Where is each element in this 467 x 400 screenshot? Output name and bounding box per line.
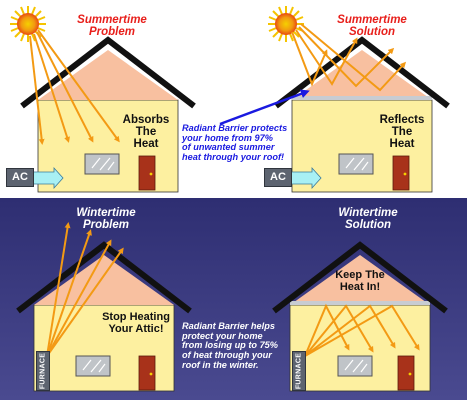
window-glare	[344, 359, 368, 373]
reflects-heat-label: Reflects The Heat	[379, 114, 425, 151]
roof	[272, 241, 448, 314]
furnace-label: FURNACE	[295, 352, 303, 390]
heat-rays-summer-solution	[291, 23, 407, 92]
heat-rays-winter-solution	[304, 303, 420, 357]
door-knob	[149, 372, 153, 376]
ac-airflow-arrow	[290, 166, 322, 190]
door	[392, 155, 410, 191]
attic	[290, 255, 430, 305]
ac-unit: AC	[264, 168, 292, 187]
winter-caption: Radiant Barrier helps protect your home …	[182, 321, 278, 370]
sun-summer-solution	[268, 6, 304, 42]
door	[397, 355, 415, 391]
door-knob	[403, 172, 407, 176]
absorbs-heat-label: Absorbs The Heat	[122, 114, 170, 151]
roof	[274, 36, 450, 109]
door	[138, 155, 156, 191]
window-glare	[91, 157, 115, 171]
house-summer-problem	[20, 36, 196, 193]
stop-heating-attic-label: Stop Heating Your Attic!	[102, 311, 170, 335]
house-summer-solution	[274, 36, 450, 193]
winter-solution-title: Wintertime Solution	[338, 207, 398, 232]
sun-summer-problem	[10, 6, 46, 42]
heat-rays-summer-problem	[29, 29, 120, 145]
ac-airflow-arrow	[32, 166, 64, 190]
roof	[16, 241, 192, 314]
house-winter-solution	[272, 241, 448, 392]
summer-solution-title: Summertime Solution	[337, 14, 407, 39]
window-glare	[345, 157, 369, 171]
summer-problem-title: Summertime Problem	[77, 14, 147, 39]
window-glare	[82, 359, 106, 373]
furnace-unit: FURNACE	[292, 351, 306, 391]
summer-caption: Radiant Barrier protects your home from …	[182, 123, 288, 162]
keep-heat-in-label: Keep The Heat In!	[335, 269, 385, 293]
window	[337, 355, 373, 377]
door-knob	[149, 172, 153, 176]
door-knob	[408, 372, 412, 376]
furnace-unit: FURNACE	[36, 351, 50, 391]
furnace-label: FURNACE	[39, 352, 47, 390]
window	[338, 153, 374, 175]
window	[84, 153, 120, 175]
attic	[38, 50, 178, 100]
winter-problem-title: Wintertime Problem	[76, 207, 136, 232]
radiant-barrier	[290, 301, 430, 305]
barrier-pointer-arrow	[219, 89, 310, 126]
window	[75, 355, 111, 377]
ac-unit: AC	[6, 168, 34, 187]
door	[138, 355, 156, 391]
radiant-barrier	[292, 96, 432, 100]
heat-rays-winter-problem	[46, 222, 124, 357]
